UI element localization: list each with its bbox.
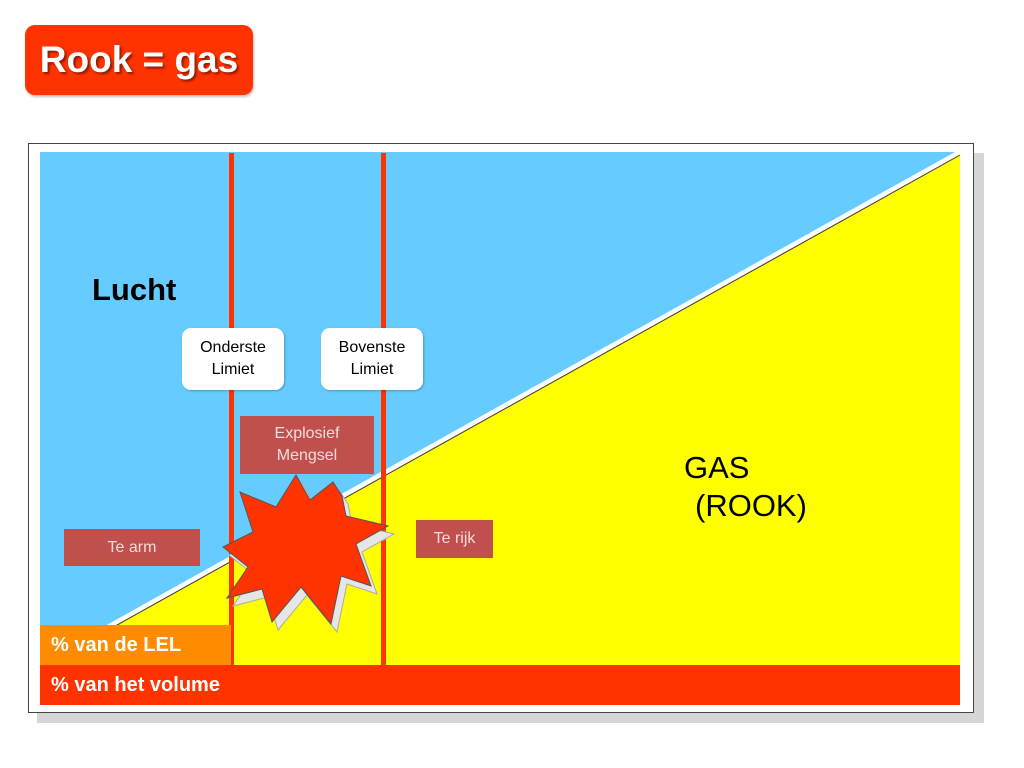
upper-limit-line [381, 153, 386, 665]
gas-label-line1: GAS [684, 450, 750, 485]
air-label: Lucht [92, 272, 177, 307]
air-gas-boundary [38, 149, 962, 668]
gas-label-line2: (ROOK) [695, 488, 807, 523]
upper-limit-box: Bovenste Limiet [321, 328, 423, 390]
explosion-icon [222, 474, 390, 626]
too-rich-box: Te rijk [416, 520, 493, 558]
explosive-line1: Explosief [274, 425, 340, 442]
upper-limit-line2: Limiet [350, 361, 394, 378]
lower-limit-line1: Onderste [200, 339, 266, 356]
lower-limit-line [229, 153, 234, 665]
air-gas-boundary-shadow [39, 154, 961, 669]
volume-band: % van het volume [40, 665, 960, 705]
upper-limit-line1: Bovenste [338, 339, 406, 356]
explosive-mixture-box: Explosief Mengsel [240, 416, 374, 474]
explosive-line2: Mengsel [276, 447, 338, 464]
lower-limit-line2: Limiet [211, 361, 255, 378]
lower-limit-box: Onderste Limiet [182, 328, 284, 390]
lel-band: % van de LEL [40, 625, 231, 665]
page-title: Rook = gas [25, 25, 253, 95]
too-lean-box: Te arm [64, 529, 200, 566]
gas-label: GAS (ROOK) [684, 449, 807, 525]
